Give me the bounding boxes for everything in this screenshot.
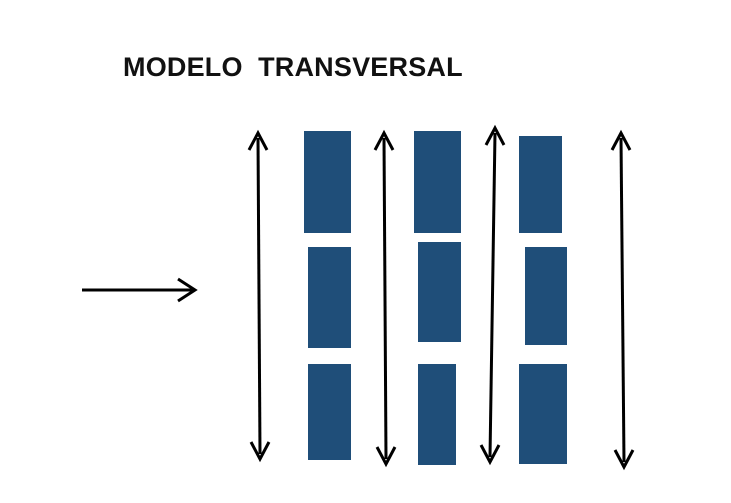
block-col2-bottom <box>418 364 456 465</box>
vertical-double-arrow-icon <box>610 129 635 471</box>
block-col2-top <box>414 131 461 233</box>
block-col2-middle <box>418 242 461 342</box>
block-col3-bottom <box>519 364 567 464</box>
block-col1-bottom <box>308 364 351 460</box>
right-arrow-icon <box>82 277 198 303</box>
vertical-double-arrow-icon <box>479 124 506 466</box>
block-col1-middle <box>308 247 351 348</box>
block-col1-top <box>304 131 351 233</box>
vertical-double-arrow-icon <box>247 129 271 463</box>
vertical-double-arrow-icon <box>373 129 397 468</box>
block-col3-top <box>519 136 562 233</box>
block-col3-middle <box>525 247 567 345</box>
diagram-title: MODELO TRANSVERSAL <box>123 52 463 82</box>
